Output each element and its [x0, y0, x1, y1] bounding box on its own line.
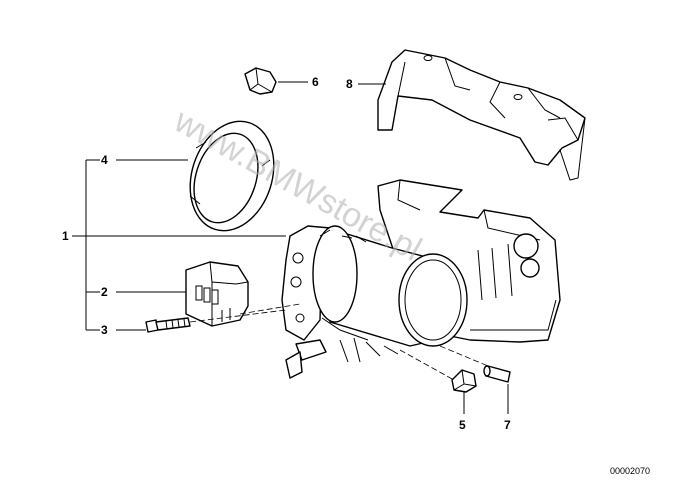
callout-2[interactable]: 2: [101, 285, 108, 299]
callout-1[interactable]: 1: [62, 229, 69, 243]
callout-8[interactable]: 8: [346, 77, 353, 91]
callout-5[interactable]: 5: [459, 418, 466, 432]
part-1-housing[interactable]: [281, 179, 561, 379]
document-number: 00002070: [610, 466, 650, 476]
assembly-lines: [189, 303, 489, 381]
part-2-connector[interactable]: [185, 261, 249, 327]
leader-lines: [72, 81, 509, 414]
part-8-cover[interactable]: [377, 49, 586, 181]
part-5-nut[interactable]: [451, 369, 477, 393]
part-3-bolt[interactable]: [145, 317, 191, 333]
callout-4[interactable]: 4: [101, 153, 108, 167]
callout-7[interactable]: 7: [504, 418, 511, 432]
part-4-seal-ring[interactable]: [177, 110, 288, 241]
callout-6[interactable]: 6: [312, 75, 319, 89]
callout-3[interactable]: 3: [101, 323, 108, 337]
part-7-pin[interactable]: [483, 365, 511, 383]
part-6-clip[interactable]: [244, 67, 277, 95]
